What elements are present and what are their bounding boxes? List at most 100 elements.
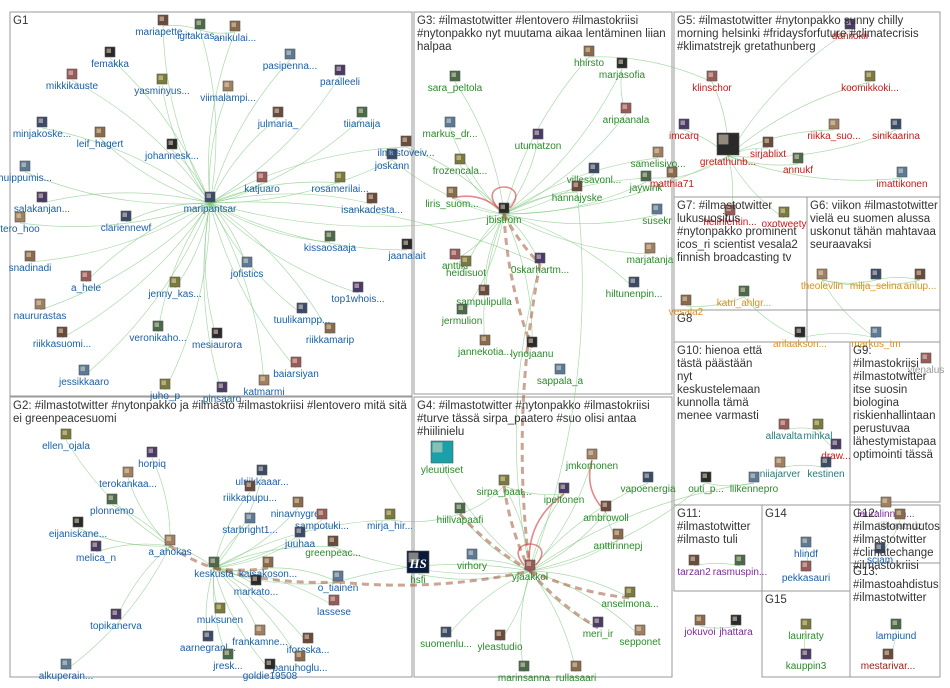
node-kestinen[interactable]: kestinen [807,456,845,480]
node-frozencala[interactable]: frozencala... [433,153,487,177]
node-aarnegranl[interactable]: aarnegranl... [180,630,236,654]
node-markato[interactable]: markato... [234,574,278,598]
node-outi_p[interactable]: outi_p... [688,471,724,495]
node-rullasaari[interactable]: rullasaari [556,660,597,684]
node-imcarq[interactable]: imcarq [669,118,699,142]
node-markus_tm[interactable]: markus_tm [851,326,901,350]
node-salakanjan[interactable]: salakanjan... [14,191,70,215]
node-kauppin3[interactable]: kauppin3 [786,648,827,672]
node-annukf[interactable]: annukf [783,152,813,176]
node-imattikonen[interactable]: imattikonen [876,166,928,190]
node-juho_p[interactable]: juho_p [149,378,180,402]
node-pekkasauri[interactable]: pekkasauri [782,560,830,584]
node-marinsanna[interactable]: marinsanna [498,660,551,684]
node-ellen_ojala[interactable]: ellen_ojala [42,428,90,452]
node-sappala_a[interactable]: sappala_a [537,363,584,387]
node-anselmona[interactable]: anselmona... [601,586,659,610]
node-liris_suom[interactable]: liris_suom... [425,186,479,210]
node-kissaosaaja[interactable]: kissaosaaja [304,230,357,254]
node-jreskl[interactable]: jresk... [212,648,243,672]
node-hiltunenpin[interactable]: hiltunenpin... [606,276,663,300]
node-jermulion[interactable]: jermulion [441,303,483,327]
node-baiarsiyan[interactable]: baiarsiyan [273,356,319,380]
node-theolevlin[interactable]: theolevlin [801,268,843,292]
node-sirjablixt[interactable]: sirjablixt [750,136,786,160]
node-anttirinnepj[interactable]: anttirinnepj [594,528,643,552]
node-riikka_suo[interactable]: riikka_suo... [807,118,861,142]
node-mikkikauste[interactable]: mikkikauste [46,68,99,92]
node-snadinadi[interactable]: snadinadi [9,250,52,274]
node-jmkorhonen[interactable]: jmkorhonen [565,448,618,472]
node-mirja_hir[interactable]: mirja_hir... [367,508,413,532]
node-klinschor[interactable]: klinschor [692,70,732,94]
node-helihlehtin[interactable]: helihlehtin... [703,204,757,228]
node-lassese[interactable]: lassese [317,594,351,618]
node-goldie[interactable]: goldie19508 [243,658,298,682]
node-riikkapupu[interactable]: riikkapupu... [223,480,277,504]
node-anikulai[interactable]: anikulai... [214,20,256,44]
node-anttiki[interactable]: anttiki [442,248,468,272]
node-starbright1[interactable]: starbright1... [222,512,278,536]
node-jhattara[interactable]: jhattara [718,614,753,638]
node-hsfi[interactable]: hsfi [406,550,430,586]
node-greenpeac[interactable]: greenpeac... [305,535,361,559]
node-ylenalus[interactable]: ylenalus [908,352,945,376]
node-mihkal[interactable]: mihkal [804,418,833,442]
node-jannekotia[interactable]: jannekotia... [457,334,512,358]
node-katjuaro[interactable]: katjuaro [244,171,280,195]
node-tiiamaija2[interactable]: tilikaatadz [878,508,922,532]
node-koomikkoki[interactable]: koomikkoki... [841,70,899,94]
node-paralleeli[interactable]: paralleeli [320,64,360,88]
node-susekr[interactable]: susekr [642,203,672,227]
node-danilokii[interactable]: danilokii [832,18,868,42]
node-villesavonl[interactable]: villesavonl... [567,162,621,186]
node-tarzan2[interactable]: tarzan2 [677,554,711,578]
node-kaisakoson[interactable]: kaisakoson... [239,556,297,580]
node-frankamne[interactable]: frankamne... [232,624,288,648]
node-hiilivapaafi[interactable]: hiilivapaafi [437,502,484,526]
node-isankadesta[interactable]: isankadesta... [341,192,403,216]
node-top1whois[interactable]: top1whois... [331,281,385,305]
node-keskusta[interactable]: keskusta [194,556,234,580]
node-aripaanala[interactable]: aripaanala [603,102,650,126]
node-jenny_kas[interactable]: jenny_kas... [147,276,202,300]
node-mestarivar[interactable]: mestarivar... [861,648,915,672]
node-jessikkaaro[interactable]: jessikkaaro [58,364,109,388]
node-meri_ir[interactable]: meri_ir [583,616,614,640]
node-o_tiainen[interactable]: o_tiainen [318,570,359,594]
node-tero_hoo[interactable]: tero_hoo [0,211,40,235]
node-milja_selina[interactable]: milja_selina [850,268,903,292]
node-samelisivo[interactable]: samelisivo... [630,146,686,170]
node-oxotweety[interactable]: oxotweety [761,206,807,230]
node-a_hele[interactable]: a_hele [71,270,101,294]
node-matthia71[interactable]: matthia71 [650,166,694,190]
node-ilmastoveiv[interactable]: ilmastoveiv... [377,135,435,159]
node-terokankaa[interactable]: terokankaa... [99,466,157,490]
node-iforssk[interactable]: iforsska... [287,632,330,656]
node-hannajyske[interactable]: hannajyske [552,180,603,204]
node-femakka[interactable]: femakka [91,46,129,70]
node-lynojaanu[interactable]: lynojaanu [511,336,554,360]
node-anlup[interactable]: anlup... [904,268,937,292]
node-rosamerilai[interactable]: rosamerilai... [311,171,369,195]
node-arilaakson[interactable]: arilaakson... [773,326,827,350]
node-ninavnygren[interactable]: ninavnygren [271,496,325,520]
node-jaanalait[interactable]: jaanalait [387,238,426,262]
node-mesiaurora[interactable]: mesiaurora [192,327,242,351]
node-alkuperain[interactable]: alkuperain... [39,658,93,682]
node-heidisuot[interactable]: heidisuot [446,255,486,279]
node-a_ahokas[interactable]: a_ahokas [148,534,192,558]
node-clariennewf[interactable]: clariennewf [101,210,152,234]
node-juuhaa[interactable]: juuhaa [284,526,315,550]
node-lampiund[interactable]: lampiund [876,618,917,642]
node-ambrowoll[interactable]: ambrowoll [583,500,629,524]
node-hlindf[interactable]: hlindf [794,536,818,560]
node-mariapette[interactable]: mariapette... [135,14,191,38]
node-virhory[interactable]: virhory [457,548,487,572]
node-julmaria[interactable]: julmaria_ [257,106,299,130]
node-oskarhartm[interactable]: 0skarhartm... [511,252,569,276]
node-sara_peltola[interactable]: sara_peltola [428,70,483,94]
node-riikkasuomi[interactable]: riikkasuomi... [33,326,91,350]
node-markus_dr[interactable]: markus_dr... [422,116,478,140]
node-eijaniskane[interactable]: eijaniskane... [49,516,107,540]
